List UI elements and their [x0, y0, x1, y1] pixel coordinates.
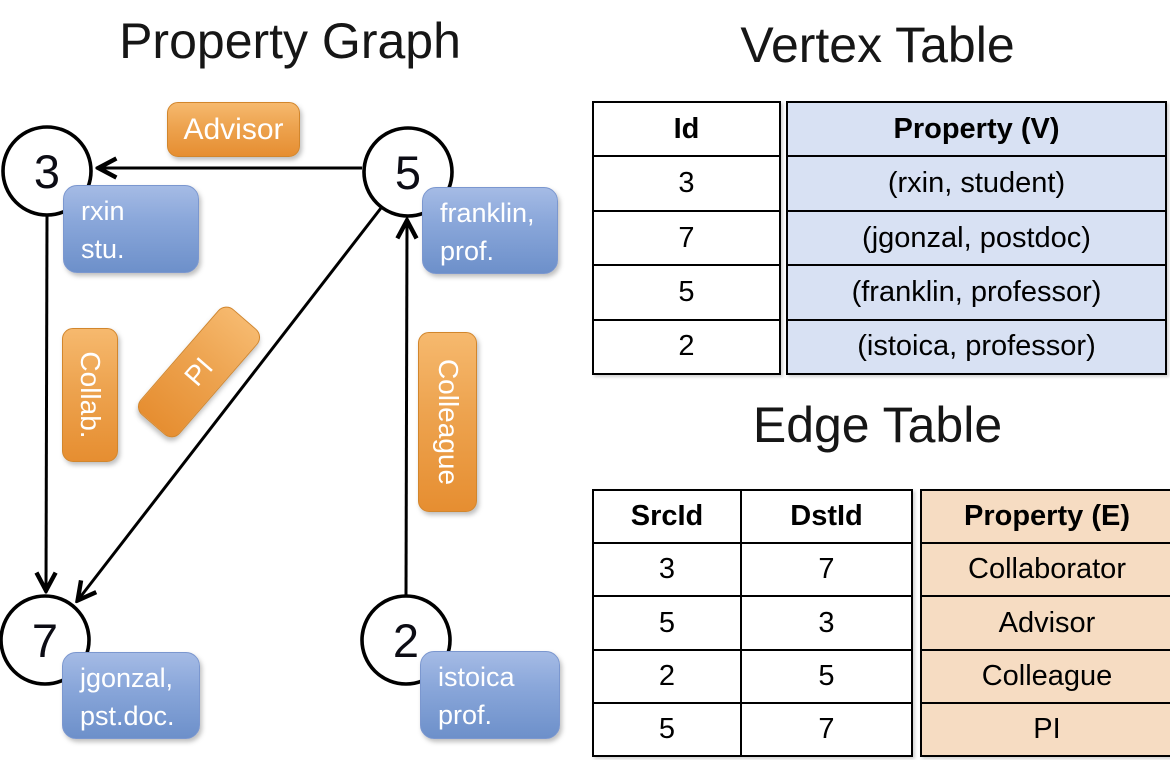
- vertex-property-cell: (jgonzal, postdoc): [862, 221, 1091, 254]
- edge-property-cell: Colleague: [981, 659, 1113, 692]
- edge-3-to-7-collab: [46, 214, 47, 590]
- vertex-label-franklin-line1: franklin,: [440, 198, 535, 228]
- edge-label-advisor: Advisor: [167, 102, 300, 157]
- node-id-2: 2: [393, 614, 419, 667]
- vertex-property-cell: (franklin, professor): [851, 275, 1102, 308]
- node-id-7: 7: [32, 614, 58, 667]
- table-row: (istoica, professor): [788, 321, 1165, 373]
- table-row: 5: [594, 266, 779, 321]
- edge-label-colleague-text: Colleague: [432, 358, 464, 486]
- property-graph-title: Property Graph: [119, 13, 461, 69]
- table-row: 5 7: [594, 703, 911, 756]
- table-row: 2: [594, 321, 779, 373]
- edge-col-header-property: Property (E): [964, 500, 1130, 533]
- edge-2-to-5-colleague: [406, 221, 407, 596]
- table-row: Advisor: [922, 597, 1170, 651]
- vertex-property-cell: (rxin, student): [887, 167, 1066, 200]
- vertex-label-rxin: rxin stu.: [63, 185, 199, 273]
- edge-property-cell: Collaborator: [968, 553, 1126, 586]
- vertex-label-rxin-line2: stu.: [81, 234, 125, 264]
- vertex-table-id-column: Id 3 7 5 2: [592, 101, 781, 375]
- node-id-5: 5: [395, 146, 421, 199]
- vertex-table-title: Vertex Table: [740, 17, 1015, 73]
- vertex-id-cell: 7: [678, 221, 695, 254]
- table-row: (jgonzal, postdoc): [788, 212, 1165, 267]
- edge-dstid-cell: 5: [818, 659, 835, 692]
- edge-property-cell: PI: [1033, 712, 1061, 745]
- table-row: 2 5: [594, 650, 911, 704]
- vertex-table-property-column: Property (V) (rxin, student) (jgonzal, p…: [786, 101, 1167, 375]
- edge-srcid-cell: 5: [594, 703, 742, 756]
- edge-table-property-column: Property (E) Collaborator Advisor Collea…: [920, 489, 1170, 757]
- edge-label-collab: Collab.: [62, 328, 118, 462]
- node-id-3: 3: [34, 145, 60, 198]
- edge-label-advisor-text: Advisor: [183, 112, 284, 146]
- edge-dstid-cell: 7: [818, 712, 835, 745]
- vertex-label-istoica-line1: istoica: [438, 662, 515, 692]
- vertex-id-cell: 2: [678, 330, 695, 363]
- edge-col-header-srcid: SrcId: [594, 491, 742, 543]
- edge-srcid-cell: 2: [594, 650, 742, 702]
- table-row: PI: [922, 704, 1170, 755]
- edge-label-colleague: Colleague: [418, 332, 477, 512]
- vertex-label-jgonzal-line2: pst.doc.: [80, 701, 175, 731]
- vertex-label-franklin: franklin, prof.: [422, 187, 558, 274]
- vertex-col-header-id: Id: [673, 112, 700, 145]
- edge-srcid-cell: 3: [594, 544, 742, 596]
- vertex-col-header-property: Property (V): [893, 112, 1060, 145]
- table-row: Collaborator: [922, 544, 1170, 598]
- vertex-label-franklin-line2: prof.: [440, 236, 495, 266]
- vertex-id-cell: 5: [678, 275, 695, 308]
- table-row: 5 3: [594, 597, 911, 651]
- vertex-property-cell: (istoica, professor): [857, 330, 1096, 363]
- edge-label-pi-text: PI: [178, 351, 220, 392]
- vertex-label-jgonzal-line1: jgonzal,: [80, 663, 174, 693]
- table-row: Colleague: [922, 651, 1170, 704]
- edge-col-header-dstid: DstId: [790, 500, 863, 533]
- vertex-label-istoica-line2: prof.: [438, 700, 493, 730]
- vertex-label-rxin-line1: rxin: [81, 196, 125, 226]
- table-row: 7: [594, 212, 779, 267]
- edge-label-collab-text: Collab.: [75, 351, 106, 439]
- vertex-id-cell: 3: [678, 167, 695, 200]
- table-row: (rxin, student): [788, 157, 1165, 212]
- vertex-label-jgonzal: jgonzal, pst.doc.: [62, 652, 200, 739]
- edge-dstid-cell: 7: [818, 553, 835, 586]
- edge-dstid-cell: 3: [818, 606, 835, 639]
- edge-srcid-cell: 5: [594, 597, 742, 649]
- table-row: 3: [594, 157, 779, 212]
- edge-property-cell: Advisor: [998, 606, 1096, 639]
- edge-5-to-7-pi: [78, 207, 383, 600]
- table-row: 3 7: [594, 544, 911, 598]
- edge-table-id-columns: SrcId DstId 3 7 5 3 2 5 5 7: [592, 489, 913, 757]
- table-row: (franklin, professor): [788, 266, 1165, 321]
- vertex-label-istoica: istoica prof.: [420, 651, 560, 739]
- edge-table-title: Edge Table: [752, 397, 1003, 453]
